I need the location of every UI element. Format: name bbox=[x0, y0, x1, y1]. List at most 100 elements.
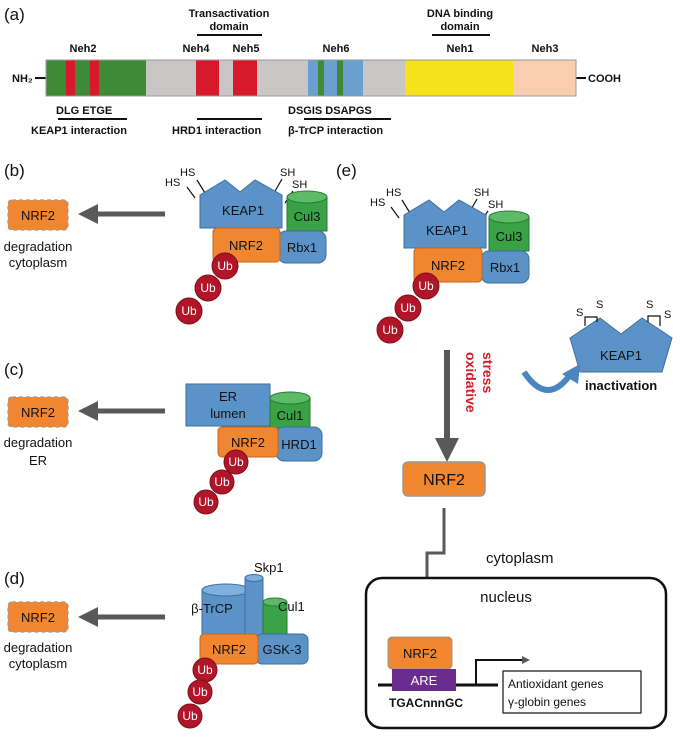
location-caption: ER bbox=[29, 453, 47, 468]
antioxidant-genes-label: Antioxidant genes bbox=[508, 677, 603, 691]
nucleus-label: nucleus bbox=[480, 589, 532, 606]
rbx1-label: Rbx1 bbox=[490, 260, 520, 275]
hs-label-2: HS bbox=[180, 167, 195, 179]
oxidative-stress-label: oxidative stress bbox=[463, 352, 496, 413]
keap1-label: KEAP1 bbox=[222, 203, 264, 218]
cul1-label: Cul1 bbox=[277, 408, 304, 423]
btrcp-complex: β-TrCP Skp1 Cul1 GSK-3 NRF2 Ub Ub Ub bbox=[177, 560, 309, 729]
nrf2-label: NRF2 bbox=[431, 258, 465, 273]
nrf2-label: NRF2 bbox=[212, 642, 246, 657]
domain-label-neh4: Neh4 bbox=[183, 43, 211, 55]
hrd1-complex: ER lumen Cul1 HRD1 NRF2 Ub Ub Ub bbox=[185, 383, 323, 515]
transactivation-header-line2: domain bbox=[209, 21, 248, 33]
neh1-segment bbox=[405, 60, 513, 96]
cul1-top bbox=[262, 597, 288, 607]
cul3-label: Cul3 bbox=[294, 209, 321, 224]
disulfide-bond-right bbox=[647, 315, 661, 326]
linker-segment-1 bbox=[146, 60, 196, 96]
oxidative-text: oxidative bbox=[463, 352, 479, 413]
inactivation-label: inactivation bbox=[585, 378, 657, 393]
location-caption: cytoplasm bbox=[9, 255, 68, 270]
gsk3-label: GSK-3 bbox=[262, 642, 301, 657]
btrcp-interaction-label: β-TrCP interaction bbox=[288, 125, 383, 137]
nh2-terminus: NH₂ bbox=[12, 73, 33, 85]
nrf2-box bbox=[217, 426, 279, 458]
panel-c: (c) NRF2 degradation ER ER lumen Cul1 HR… bbox=[4, 360, 323, 515]
hrd1-label: HRD1 bbox=[281, 437, 316, 452]
cul1-label: Cul1 bbox=[278, 599, 305, 614]
are-label: ARE bbox=[411, 673, 438, 688]
degradation-caption: degradation bbox=[4, 435, 73, 450]
s-label-1: S bbox=[576, 307, 583, 319]
are-motif-sequence: TGACnnnGC bbox=[389, 696, 463, 710]
nrf2-degraded-box bbox=[7, 601, 69, 633]
cul3-top bbox=[286, 190, 328, 204]
domain-label-neh1: Neh1 bbox=[447, 43, 474, 55]
dlg-etge-label: DLG ETGE bbox=[56, 105, 112, 117]
keap1-inactive-label: KEAP1 bbox=[600, 348, 642, 363]
domain-label-neh6: Neh6 bbox=[323, 43, 350, 55]
er-lumen-box bbox=[185, 383, 271, 427]
panel-d: (d) NRF2 degradation cytoplasm β-TrCP Sk… bbox=[4, 560, 309, 729]
nrf2-box bbox=[199, 633, 259, 665]
skp1-body bbox=[244, 577, 264, 637]
inactivation-curve-arrow bbox=[521, 370, 575, 393]
transcription-start-arrow bbox=[475, 656, 530, 685]
inactivated-keap1: KEAP1 S S S S bbox=[569, 299, 673, 373]
dna-binding-header-line1: DNA binding bbox=[427, 8, 493, 20]
ub-3-label: Ub bbox=[182, 709, 198, 723]
panel-label-e: (e) bbox=[336, 161, 357, 180]
linker-segment-3 bbox=[257, 60, 308, 96]
ub-2-label: Ub bbox=[400, 301, 416, 315]
globin-genes-label: γ-globin genes bbox=[508, 695, 586, 709]
etge-motif bbox=[90, 60, 99, 96]
ub-1-label: Ub bbox=[217, 259, 233, 273]
inactivation-arrowhead bbox=[562, 364, 580, 384]
ub-3 bbox=[193, 489, 219, 515]
dsgis-motif bbox=[318, 60, 324, 96]
ub-2-label: Ub bbox=[214, 475, 230, 489]
ub-1 bbox=[412, 272, 440, 300]
rbx1-label: Rbx1 bbox=[287, 240, 317, 255]
hs-label-1: HS bbox=[165, 177, 180, 189]
are-element bbox=[392, 669, 456, 691]
cul1-top bbox=[269, 391, 311, 405]
panel-label-b: (b) bbox=[4, 161, 25, 180]
sh-label-1: SH bbox=[474, 187, 489, 199]
hrd1-interaction-label: HRD1 interaction bbox=[172, 125, 262, 137]
keap1-interaction-label: KEAP1 interaction bbox=[31, 125, 127, 137]
btrcp-label: β-TrCP bbox=[191, 601, 233, 616]
panel-a: (a) Transactivation domain DNA binding d… bbox=[4, 5, 621, 137]
s-label-3: S bbox=[646, 299, 653, 311]
disulfide-bond-left bbox=[584, 316, 598, 326]
cooh-terminus: COOH bbox=[588, 73, 621, 85]
domain-bar bbox=[45, 59, 577, 97]
s-label-4: S bbox=[664, 309, 671, 321]
ub-3-label: Ub bbox=[382, 323, 398, 337]
keap1-shape bbox=[199, 179, 283, 229]
domain-label-neh5: Neh5 bbox=[233, 43, 260, 55]
ub-2 bbox=[209, 469, 235, 495]
ub-2 bbox=[187, 679, 213, 705]
domain-bar-outline bbox=[45, 59, 577, 97]
nrf2-degraded-label: NRF2 bbox=[21, 405, 55, 420]
linker-segment-2 bbox=[219, 60, 233, 96]
s-label-2: S bbox=[596, 299, 603, 311]
nrf2-label: NRF2 bbox=[229, 238, 263, 253]
ub-3 bbox=[376, 316, 404, 344]
skp1-label: Skp1 bbox=[254, 560, 284, 575]
ub-3-label: Ub bbox=[198, 495, 214, 509]
ub-2 bbox=[194, 274, 222, 302]
lumen-label: lumen bbox=[210, 406, 245, 421]
neh4-segment bbox=[196, 60, 219, 96]
target-genes-box bbox=[502, 670, 642, 714]
nrf2-free-label: NRF2 bbox=[423, 472, 465, 489]
hs-label-1: HS bbox=[370, 197, 385, 209]
dlg-motif bbox=[66, 60, 75, 96]
keap1-nrf2-complex: HS HS SH SH KEAP1 Cul3 Rbx1 NRF2 Ub Ub bbox=[165, 167, 328, 325]
keap1-nrf2-complex: HS HS SH SH KEAP1 Cul3 Rbx1 NRF2 Ub Ub U… bbox=[370, 187, 530, 344]
panel-label-a: (a) bbox=[4, 5, 25, 24]
ub-1-label: Ub bbox=[228, 455, 244, 469]
domain-label-neh3: Neh3 bbox=[532, 43, 559, 55]
